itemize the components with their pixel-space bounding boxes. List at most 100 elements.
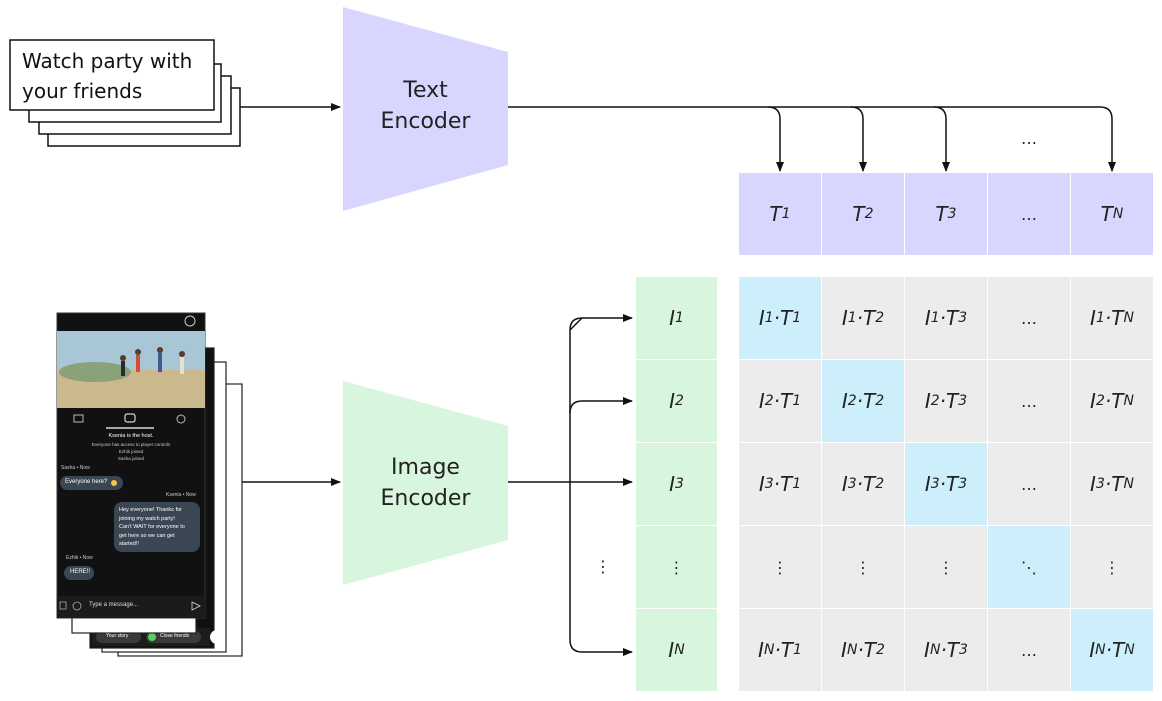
text-encoder-label: Text Encoder bbox=[343, 75, 508, 137]
cast-icon bbox=[184, 315, 196, 327]
matrix-cell bbox=[822, 443, 904, 525]
message-bubble bbox=[64, 566, 94, 580]
text-card-stack bbox=[9, 39, 241, 147]
matrix-cell bbox=[905, 277, 987, 359]
matrix-cell bbox=[739, 526, 821, 608]
message-2-line: joining my watch party! bbox=[119, 515, 175, 522]
matrix-cell bbox=[1071, 277, 1153, 359]
message-text-1: Everyone here? bbox=[65, 479, 108, 485]
image-feature-box bbox=[636, 443, 717, 525]
message-2-line: get here so we can get bbox=[119, 532, 175, 539]
matrix-cell bbox=[1071, 526, 1153, 608]
matrix-diagonal-cell bbox=[988, 526, 1070, 608]
arrow-text-t1 bbox=[767, 106, 784, 172]
matrix-cell bbox=[988, 443, 1070, 525]
arrow-text-bus-tn bbox=[508, 106, 1116, 172]
person-head bbox=[157, 347, 163, 353]
settings-tab-icon bbox=[176, 414, 186, 424]
text-feature-row bbox=[739, 173, 1153, 255]
chip-your-story bbox=[96, 631, 141, 643]
image-encoder-line2: Encoder bbox=[380, 486, 471, 511]
message-input: Type a message... bbox=[89, 602, 139, 608]
emoji-icon bbox=[111, 480, 117, 486]
image-feature-box bbox=[636, 277, 717, 359]
message-2-line: Can't WAIT for everyone to bbox=[119, 524, 185, 530]
text-card-front bbox=[9, 39, 215, 111]
matrix-cell-label: … bbox=[1021, 391, 1037, 411]
text-feature-box bbox=[739, 173, 821, 255]
close-friends-icon bbox=[148, 633, 156, 641]
matrix-cell bbox=[739, 443, 821, 525]
send-icon bbox=[191, 601, 201, 611]
image-feature-box bbox=[636, 360, 717, 442]
matrix-cell bbox=[822, 277, 904, 359]
access-text: Everyone has access to player controls bbox=[91, 442, 171, 447]
image-encoder-shape bbox=[343, 381, 508, 585]
video-grass bbox=[59, 362, 131, 382]
similarity-matrix bbox=[739, 277, 1153, 691]
text-input-line2: your friends bbox=[22, 79, 143, 103]
joined-text-1: Ezhik joined bbox=[118, 449, 144, 454]
message-bubble bbox=[60, 476, 123, 490]
message-2-line: started!! bbox=[119, 541, 139, 547]
matrix-cell bbox=[905, 360, 987, 442]
matrix-cell bbox=[739, 360, 821, 442]
matrix-cell-label: ⋱ bbox=[1021, 557, 1037, 577]
chat-tab-icon bbox=[124, 413, 136, 423]
joined-text-2: Sasha joined bbox=[117, 456, 145, 461]
arrow-text-t2 bbox=[850, 106, 867, 172]
send-arrow-icon bbox=[210, 630, 224, 644]
video-tab-icon bbox=[73, 414, 84, 423]
matrix-cell bbox=[988, 609, 1070, 691]
matrix-cell-label: ⋮ bbox=[1104, 557, 1120, 577]
arrow-image-vertical bbox=[569, 317, 633, 656]
sender-label-1: Sasha • Now bbox=[61, 465, 90, 471]
matrix-cell-label: … bbox=[1021, 474, 1037, 494]
sender-label-2: Ksenia • Now bbox=[166, 492, 196, 498]
text-encoder-shape bbox=[343, 7, 508, 211]
image-encoder-line1: Image bbox=[391, 455, 460, 480]
matrix-cell bbox=[905, 609, 987, 691]
arrow-image-i2 bbox=[569, 397, 633, 414]
matrix-cell-label: … bbox=[1021, 308, 1037, 328]
chip-close-friends-label: Close friends bbox=[160, 633, 190, 639]
chip-close-friends bbox=[146, 631, 201, 643]
message-2-line: Hey everyone! Thanks for bbox=[119, 507, 182, 513]
matrix-diagonal-cell bbox=[1071, 609, 1153, 691]
matrix-cell bbox=[822, 609, 904, 691]
arrow-image-i1 bbox=[569, 314, 633, 331]
text-ellipsis-top: … bbox=[1021, 128, 1037, 148]
text-feature-box bbox=[822, 173, 904, 255]
arrow-text-t3 bbox=[933, 106, 950, 172]
person-head bbox=[120, 355, 126, 361]
text-input-line1: Watch party with bbox=[22, 49, 193, 73]
chip-your-story-label: Your story bbox=[106, 633, 129, 639]
text-feature-box bbox=[988, 173, 1070, 255]
matrix-cell bbox=[988, 360, 1070, 442]
image-feature-label: ⋮ bbox=[668, 557, 685, 577]
image-ellipsis-left: ⋮ bbox=[595, 556, 611, 576]
